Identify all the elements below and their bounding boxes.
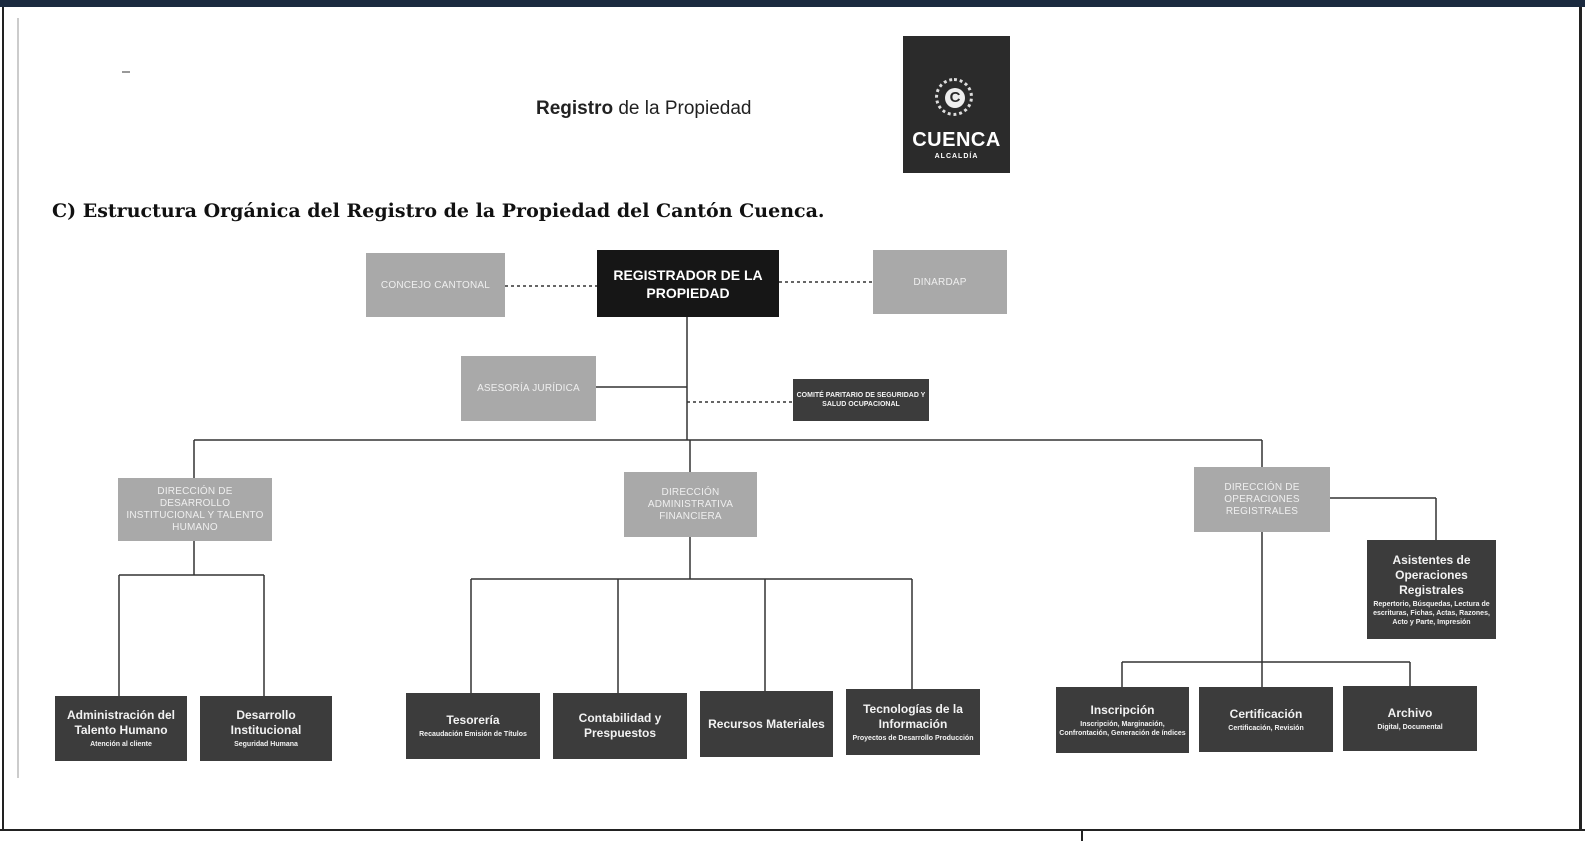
logo-ring-icon [935,78,973,116]
unit-sub: Inscripción, Marginación, Confrontación,… [1059,720,1186,737]
unit-sub: Digital, Documental [1377,723,1443,731]
logo-subtitle: ALCALDÍA [934,153,979,160]
bottom-tick [1081,829,1083,841]
header-title-bold: Registro [536,98,614,119]
asistentes-title: Asistentes de Operaciones Registrales [1392,552,1471,597]
unit-sub: Recaudación Emisión de Títulos [419,731,527,738]
bottom-divider [0,829,1585,831]
logo-name: CUENCA [912,129,1001,151]
box-dir-operaciones: DIRECCIÓN DE OPERACIONES REGISTRALES [1194,467,1330,532]
unit-sub: Certificación, Revisión [1228,724,1304,732]
asistentes-sub: Repertorio, Búsquedas, Lectura de escrit… [1373,600,1490,626]
page-frame [2,7,1582,829]
unit-archivo: Archivo Digital, Documental [1343,686,1477,751]
unit-inscripcion: Inscripción Inscripción, Marginación, Co… [1056,687,1189,753]
unit-title: Archivo [1387,705,1433,720]
box-dinardap: DINARDAP [873,250,1007,314]
scan-mark [122,71,130,73]
unit-desarrollo-institucional: Desarrollo Institucional Seguridad Human… [200,696,332,761]
box-asesoria: ASESORÍA JURÍDICA [461,356,596,421]
unit-contabilidad: Contabilidad y Prespuestos [553,693,687,759]
unit-title: Tecnologías de la Información [863,701,963,731]
unit-sub: Atención al cliente [90,741,152,748]
unit-certificacion: Certificación Certificación, Revisión [1199,687,1333,752]
unit-sub: Seguridad Humana [234,741,298,748]
unit-tesoreria: Tesorería Recaudación Emisión de Títulos [406,693,540,759]
top-bar [0,0,1585,7]
unit-title: Desarrollo Institucional [230,708,302,737]
box-dir-administrativa: DIRECCIÓN ADMINISTRATIVA FINANCIERA [624,472,757,537]
unit-talento-humano: Administración del Talento Humano Atenci… [55,696,187,761]
header-title: Registro de la Propiedad [536,98,751,120]
section-title: C) Estructura Orgánica del Registro de l… [52,200,825,222]
box-asistentes: Asistentes de Operaciones Registrales Re… [1367,540,1496,639]
header-title-rest: de la Propiedad [613,98,752,119]
unit-title: Administración del Talento Humano [66,708,176,737]
box-registrador: REGISTRADOR DE LA PROPIEDAD [597,250,779,317]
unit-title: Contabilidad y Prespuestos [578,711,662,740]
unit-recursos-materiales: Recursos Materiales [700,691,833,757]
box-dir-desarrollo: DIRECCIÓN DE DESARROLLO INSTITUCIONAL Y … [118,478,272,541]
unit-title: Certificación [1229,706,1303,721]
cuenca-logo: C CUENCA ALCALDÍA [903,36,1010,173]
box-concejo: CONCEJO CANTONAL [366,253,505,317]
box-comite: COMITÉ PARITARIO DE SEGURIDAD Y SALUD OC… [793,379,929,421]
unit-tecnologias: Tecnologías de la Información Proyectos … [846,689,980,755]
unit-title: Recursos Materiales [708,716,825,731]
unit-title: Inscripción [1090,702,1155,717]
logo-letter: C [945,88,965,108]
left-margin-line [17,18,19,778]
unit-sub: Proyectos de Desarrollo Producción [852,734,974,742]
unit-title: Tesorería [446,713,500,727]
